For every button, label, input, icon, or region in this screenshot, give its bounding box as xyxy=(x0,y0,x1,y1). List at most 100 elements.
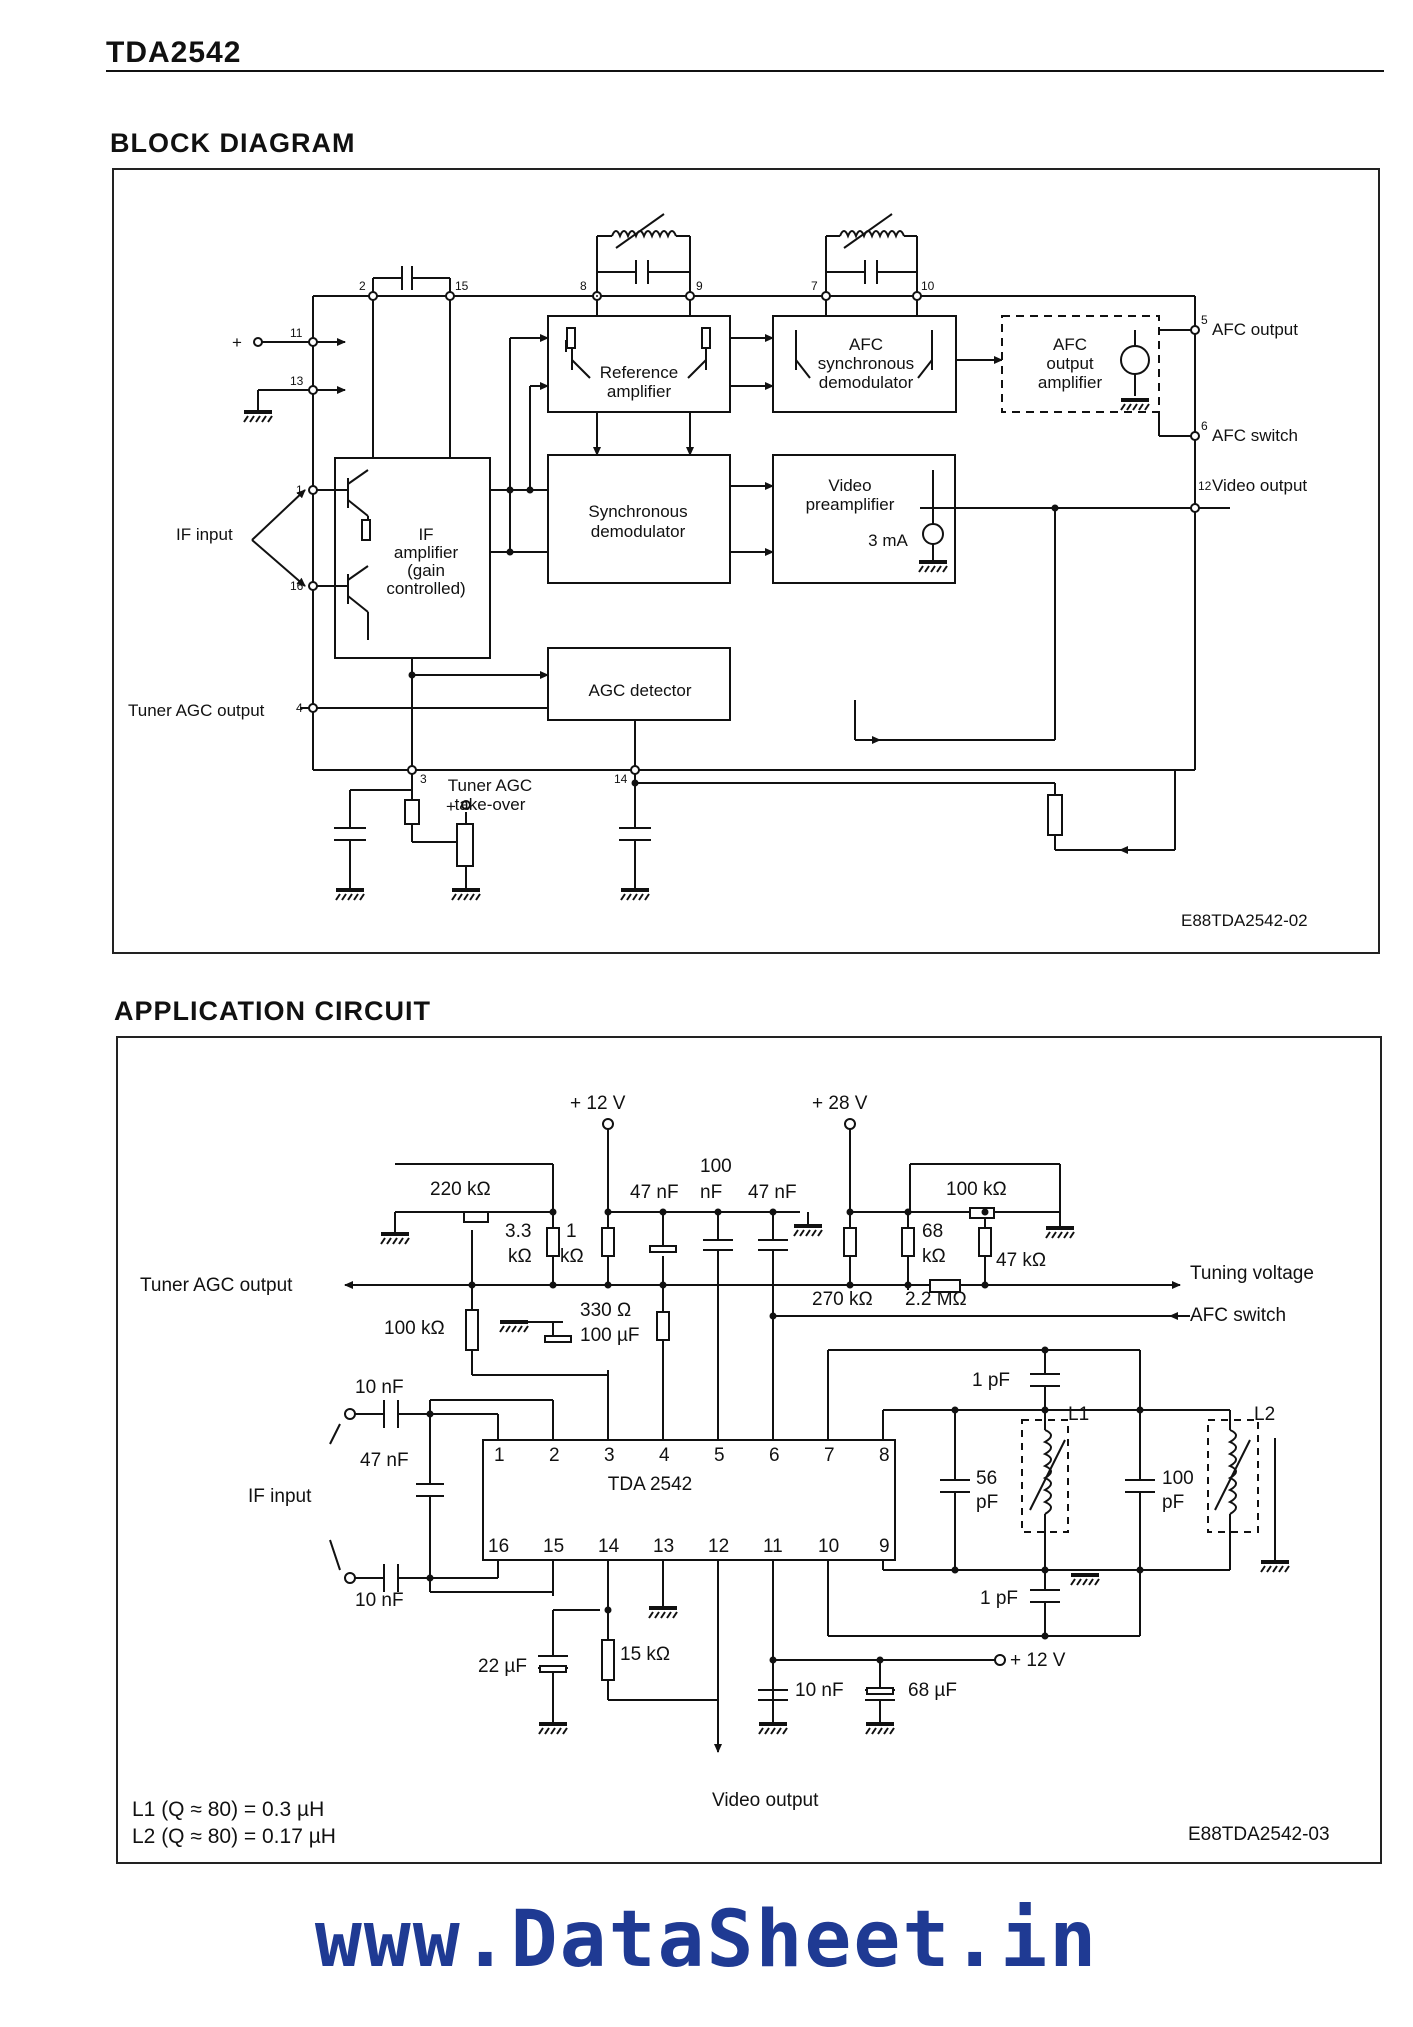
ic-pin-4: 4 xyxy=(659,1445,670,1466)
c100u-label: 100 µF xyxy=(580,1325,640,1346)
r3k3-label-2: kΩ xyxy=(508,1246,532,1267)
r2m2-label: 2.2 MΩ xyxy=(905,1289,967,1310)
pin-10-label: 10 xyxy=(921,279,935,293)
c47n-a-label: 47 nF xyxy=(630,1182,679,1203)
pin-16-label: 16 xyxy=(290,579,304,593)
c100p-label-1: 100 xyxy=(1162,1468,1194,1489)
block-diagram-wires xyxy=(251,213,1230,888)
if-input-label: IF input xyxy=(176,525,233,544)
pin-5-label: 5 xyxy=(1201,313,1208,327)
ic-pin-10: 10 xyxy=(818,1536,839,1557)
supply-12v-label: + 12 V xyxy=(570,1093,626,1114)
r3k3-label-1: 3.3 xyxy=(505,1221,531,1242)
synchronous-demodulator-label-2: demodulator xyxy=(591,522,686,541)
c100p-label-2: pF xyxy=(1162,1492,1184,1513)
ic-pin-9: 9 xyxy=(879,1536,890,1557)
r100k-left-label: 100 kΩ xyxy=(384,1318,445,1339)
application-wires xyxy=(329,1124,1276,1753)
ic-pin-16: 16 xyxy=(488,1536,509,1557)
r100k-top-label: 100 kΩ xyxy=(946,1179,1007,1200)
app-tuner-agc-output-label: Tuner AGC output xyxy=(140,1275,293,1296)
reference-amplifier-label-1: Reference xyxy=(600,363,678,382)
afc-output-amplifier-label-1: AFC xyxy=(1053,335,1087,354)
page-title: TDA2542 xyxy=(106,36,242,69)
video-preamplifier-label-2: preamplifier xyxy=(806,495,895,514)
if-amplifier-label-4: controlled) xyxy=(386,579,465,598)
r330-label: 330 Ω xyxy=(580,1300,631,1321)
takeover-plus-label: + xyxy=(446,797,456,816)
transistor-sketches xyxy=(335,327,1136,640)
c56p-label-1: 56 xyxy=(976,1468,997,1489)
ic-pin-12: 12 xyxy=(708,1536,729,1557)
r1k-label-1: 1 xyxy=(566,1221,577,1242)
ic-pin-5: 5 xyxy=(714,1445,725,1466)
synchronous-demodulator-label-1: Synchronous xyxy=(588,502,687,521)
r1k-label-2: kΩ xyxy=(560,1246,584,1267)
reference-amplifier-label-2: amplifier xyxy=(607,382,672,401)
afc-switch-label: AFC switch xyxy=(1212,426,1298,445)
c1p-b-label: 1 pF xyxy=(980,1588,1018,1609)
if-amplifier-label-1: IF xyxy=(418,525,433,544)
pin-7-label: 7 xyxy=(811,279,818,293)
pin-15-label: 15 xyxy=(455,279,469,293)
application-circuit-title: APPLICATION CIRCUIT xyxy=(114,996,431,1026)
r47k-label: 47 kΩ xyxy=(996,1250,1046,1271)
ic-pin-15: 15 xyxy=(543,1536,564,1557)
app-video-output-label: Video output xyxy=(712,1790,819,1811)
supply-12v-bottom-label: + 12 V xyxy=(1010,1650,1066,1671)
header-rule xyxy=(106,70,1384,72)
ic-pin-8: 8 xyxy=(879,1445,890,1466)
c100n-label-2: nF xyxy=(700,1182,722,1203)
afc-demodulator-label-3: demodulator xyxy=(819,373,914,392)
ic-pin-14: 14 xyxy=(598,1536,620,1557)
c10n-a-label: 10 nF xyxy=(355,1377,404,1398)
reference-amplifier-block xyxy=(547,315,731,413)
ic-pin-2: 2 xyxy=(549,1445,560,1466)
c56p-label-2: pF xyxy=(976,1492,998,1513)
l2-label: L2 xyxy=(1254,1404,1275,1425)
pin-6-label: 6 xyxy=(1201,419,1208,433)
pin-14-label: 14 xyxy=(614,772,628,786)
video-output-label: Video output xyxy=(1212,476,1307,495)
ic-pin-13: 13 xyxy=(653,1536,674,1557)
tuner-agc-takeover-label-2: take-over xyxy=(455,795,526,814)
afc-output-label: AFC output xyxy=(1212,320,1298,339)
application-components xyxy=(344,1118,1259,1695)
agc-detector-label: AGC detector xyxy=(589,681,692,700)
block-diagram-code: E88TDA2542-02 xyxy=(1181,911,1308,930)
ic-pin-3: 3 xyxy=(604,1445,615,1466)
afc-demodulator-block xyxy=(772,315,957,413)
watermark-link[interactable]: www.DataSheet.in xyxy=(314,1895,1099,1985)
app-tuning-voltage-label: Tuning voltage xyxy=(1190,1263,1314,1284)
pin-4-label: 4 xyxy=(296,701,303,715)
ic-pin-1: 1 xyxy=(494,1445,505,1466)
pin-2-label: 2 xyxy=(359,279,366,293)
c68u-label: 68 µF xyxy=(908,1680,957,1701)
app-if-input-label: IF input xyxy=(248,1486,312,1507)
application-code: E88TDA2542-03 xyxy=(1188,1824,1330,1845)
pin-12-label: 12 xyxy=(1198,479,1212,493)
tuner-agc-output-label: Tuner AGC output xyxy=(128,701,265,720)
ic-pin-11: 11 xyxy=(763,1536,783,1557)
note-l2: L2 (Q ≈ 80) = 0.17 µH xyxy=(132,1825,336,1848)
afc-output-amplifier-label-3: amplifier xyxy=(1038,373,1103,392)
if-amplifier-label-3: (gain xyxy=(407,561,445,580)
c47n-b-label: 47 nF xyxy=(748,1182,797,1203)
r220k-label: 220 kΩ xyxy=(430,1179,491,1200)
pin-11-label: 11 xyxy=(290,326,303,340)
r270k-label: 270 kΩ xyxy=(812,1289,873,1310)
r68k-label-2: kΩ xyxy=(922,1246,946,1267)
pin-1-label: 1 xyxy=(296,483,303,497)
c1p-a-label: 1 pF xyxy=(972,1370,1010,1391)
block-diagram-frame xyxy=(112,168,1380,954)
c100n-label-1: 100 xyxy=(700,1156,732,1177)
r68k-label-1: 68 xyxy=(922,1221,943,1242)
c47n-if-label: 47 nF xyxy=(360,1450,409,1471)
if-amplifier-block xyxy=(334,457,491,659)
pin-3-label: 3 xyxy=(420,772,427,786)
if-amplifier-label-2: amplifier xyxy=(394,543,459,562)
agc-detector-block xyxy=(547,647,731,721)
note-l1: L1 (Q ≈ 80) = 0.3 µH xyxy=(132,1798,324,1821)
block-diagram-title: BLOCK DIAGRAM xyxy=(110,128,356,158)
